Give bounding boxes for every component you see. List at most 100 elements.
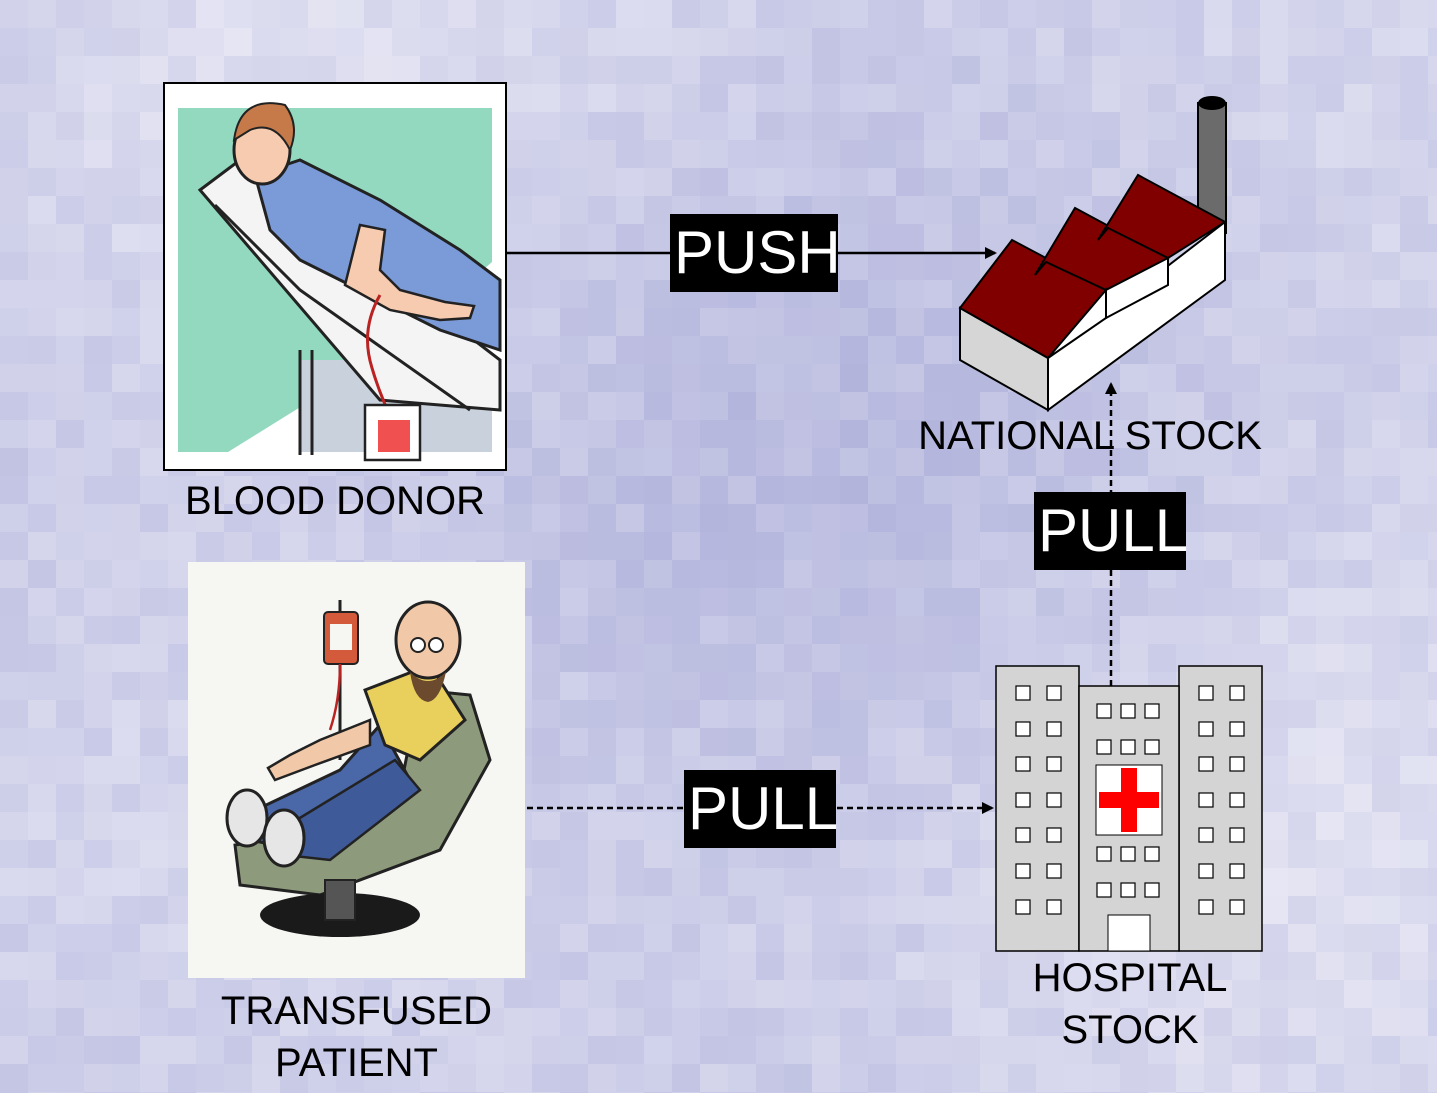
mosaic-tile [588, 924, 616, 952]
mosaic-tile [1288, 756, 1316, 784]
mosaic-tile [728, 560, 756, 588]
mosaic-tile [1400, 364, 1428, 392]
mosaic-tile [812, 1008, 840, 1036]
mosaic-tile [1288, 616, 1316, 644]
mosaic-tile [616, 980, 644, 1008]
mosaic-tile [504, 112, 532, 140]
mosaic-tile [1092, 84, 1120, 112]
mosaic-tile [1428, 812, 1437, 840]
mosaic-tile [700, 868, 728, 896]
mosaic-tile [1260, 1036, 1288, 1064]
mosaic-tile [1428, 784, 1437, 812]
mosaic-tile [616, 140, 644, 168]
mosaic-tile [896, 84, 924, 112]
mosaic-tile [616, 364, 644, 392]
mosaic-tile [812, 140, 840, 168]
mosaic-tile [1008, 532, 1036, 560]
mosaic-tile [1288, 868, 1316, 896]
hospital-window [1047, 757, 1061, 771]
mosaic-tile [1316, 1008, 1344, 1036]
mosaic-tile [56, 1008, 84, 1036]
mosaic-tile [588, 672, 616, 700]
mosaic-tile [728, 308, 756, 336]
mosaic-tile [0, 1036, 28, 1064]
mosaic-tile [0, 84, 28, 112]
mosaic-tile [1288, 308, 1316, 336]
mosaic-tile [1400, 1064, 1428, 1092]
mosaic-tile [28, 336, 56, 364]
mosaic-tile [924, 364, 952, 392]
mosaic-tile [1008, 140, 1036, 168]
mosaic-tile [840, 952, 868, 980]
mosaic-tile [672, 952, 700, 980]
mosaic-tile [1344, 0, 1372, 28]
mosaic-tile [1204, 364, 1232, 392]
mosaic-tile [1232, 364, 1260, 392]
mosaic-tile [56, 84, 84, 112]
mosaic-tile [952, 616, 980, 644]
mosaic-tile [532, 616, 560, 644]
mosaic-tile [980, 112, 1008, 140]
mosaic-tile [504, 168, 532, 196]
mosaic-tile [56, 812, 84, 840]
mosaic-tile [112, 1036, 140, 1064]
mosaic-tile [896, 588, 924, 616]
mosaic-tile [1344, 448, 1372, 476]
mosaic-tile [1372, 224, 1400, 252]
mosaic-tile [924, 756, 952, 784]
mosaic-tile [924, 1064, 952, 1092]
mosaic-tile [1400, 168, 1428, 196]
mosaic-tile [532, 364, 560, 392]
mosaic-tile [420, 532, 448, 560]
mosaic-tile [728, 672, 756, 700]
mosaic-tile [1400, 672, 1428, 700]
mosaic-tile [336, 56, 364, 84]
mosaic-tile [1148, 56, 1176, 84]
mosaic-tile [728, 84, 756, 112]
mosaic-tile [1400, 336, 1428, 364]
hospital-window [1016, 828, 1030, 842]
mosaic-tile [56, 168, 84, 196]
mosaic-tile [784, 28, 812, 56]
mosaic-tile [1344, 308, 1372, 336]
mosaic-tile [448, 56, 476, 84]
mosaic-tile [840, 28, 868, 56]
mosaic-tile [560, 336, 588, 364]
mosaic-tile [1316, 140, 1344, 168]
mosaic-tile [28, 420, 56, 448]
mosaic-tile [28, 476, 56, 504]
mosaic-tile [1036, 28, 1064, 56]
mosaic-tile [1008, 196, 1036, 224]
hospital-window [1230, 828, 1244, 842]
mosaic-tile [728, 868, 756, 896]
mosaic-tile [728, 504, 756, 532]
mosaic-tile [0, 56, 28, 84]
mosaic-tile [1176, 28, 1204, 56]
mosaic-tile [1316, 364, 1344, 392]
mosaic-tile [84, 672, 112, 700]
mosaic-tile [1120, 364, 1148, 392]
mosaic-tile [1316, 616, 1344, 644]
mosaic-tile [84, 336, 112, 364]
mosaic-tile [868, 1036, 896, 1064]
mosaic-tile [1148, 28, 1176, 56]
mosaic-tile [784, 420, 812, 448]
mosaic-tile [1288, 1036, 1316, 1064]
mosaic-tile [728, 616, 756, 644]
mosaic-tile [532, 280, 560, 308]
mosaic-tile [1372, 504, 1400, 532]
mosaic-tile [1036, 84, 1064, 112]
mosaic-tile [756, 980, 784, 1008]
mosaic-tile [1344, 532, 1372, 560]
mosaic-tile [784, 336, 812, 364]
mosaic-tile [756, 56, 784, 84]
mosaic-tile [1428, 448, 1437, 476]
mosaic-tile [616, 532, 644, 560]
mosaic-tile [812, 28, 840, 56]
mosaic-tile [588, 1008, 616, 1036]
mosaic-tile [924, 196, 952, 224]
mosaic-tile [1400, 644, 1428, 672]
mosaic-tile [532, 0, 560, 28]
transfused-patient-illustration [188, 562, 525, 978]
mosaic-tile [140, 0, 168, 28]
